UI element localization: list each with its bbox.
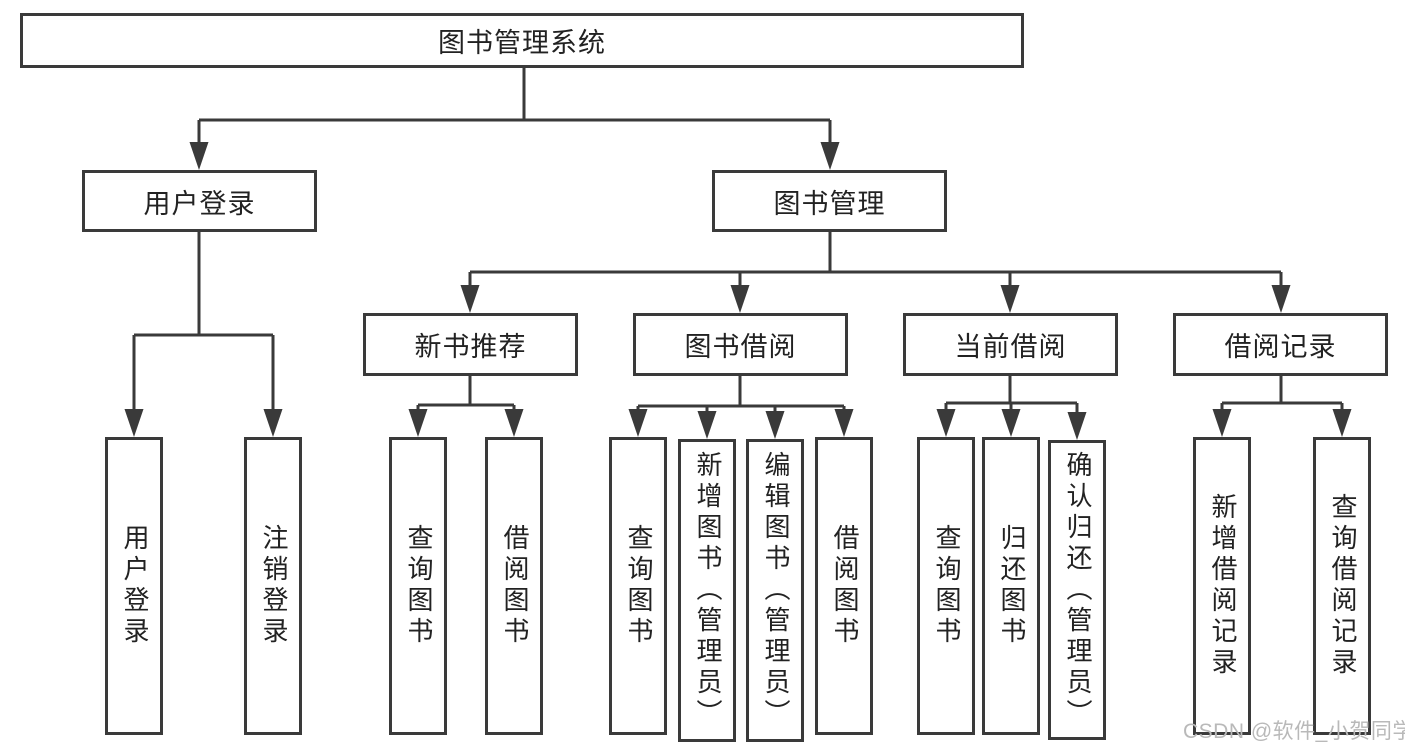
- leaf-query-borrow-record: 查询借阅记录: [1313, 437, 1371, 735]
- leaf-query-books-recommend: 查询图书: [389, 437, 447, 735]
- node-user-login: 用户登录: [82, 170, 317, 232]
- leaf-add-book-admin: 新增图书（管理员）: [678, 439, 736, 742]
- node-library-system: 图书管理系统: [20, 13, 1024, 68]
- leaf-add-borrow-record: 新增借阅记录: [1193, 437, 1251, 735]
- leaf-user-login: 用户登录: [105, 437, 163, 735]
- leaf-borrow-books-borrowing: 借阅图书: [815, 437, 873, 735]
- leaf-logout-login: 注销登录: [244, 437, 302, 735]
- leaf-edit-book-admin: 编辑图书（管理员）: [746, 439, 804, 742]
- node-book-borrowing: 图书借阅: [633, 313, 848, 376]
- node-new-book-recommendation: 新书推荐: [363, 313, 578, 376]
- watermark: CSDN @软件_小贺同学: [1183, 720, 1405, 743]
- leaf-query-books-borrowing: 查询图书: [609, 437, 667, 735]
- node-book-management: 图书管理: [712, 170, 947, 232]
- leaf-query-books-current: 查询图书: [917, 437, 975, 735]
- leaf-borrow-books-recommend: 借阅图书: [485, 437, 543, 735]
- leaf-confirm-return-admin: 确认归还（管理员）: [1048, 440, 1106, 740]
- node-borrowing-records: 借阅记录: [1173, 313, 1388, 376]
- node-current-borrowing: 当前借阅: [903, 313, 1118, 376]
- leaf-return-books: 归还图书: [982, 437, 1040, 735]
